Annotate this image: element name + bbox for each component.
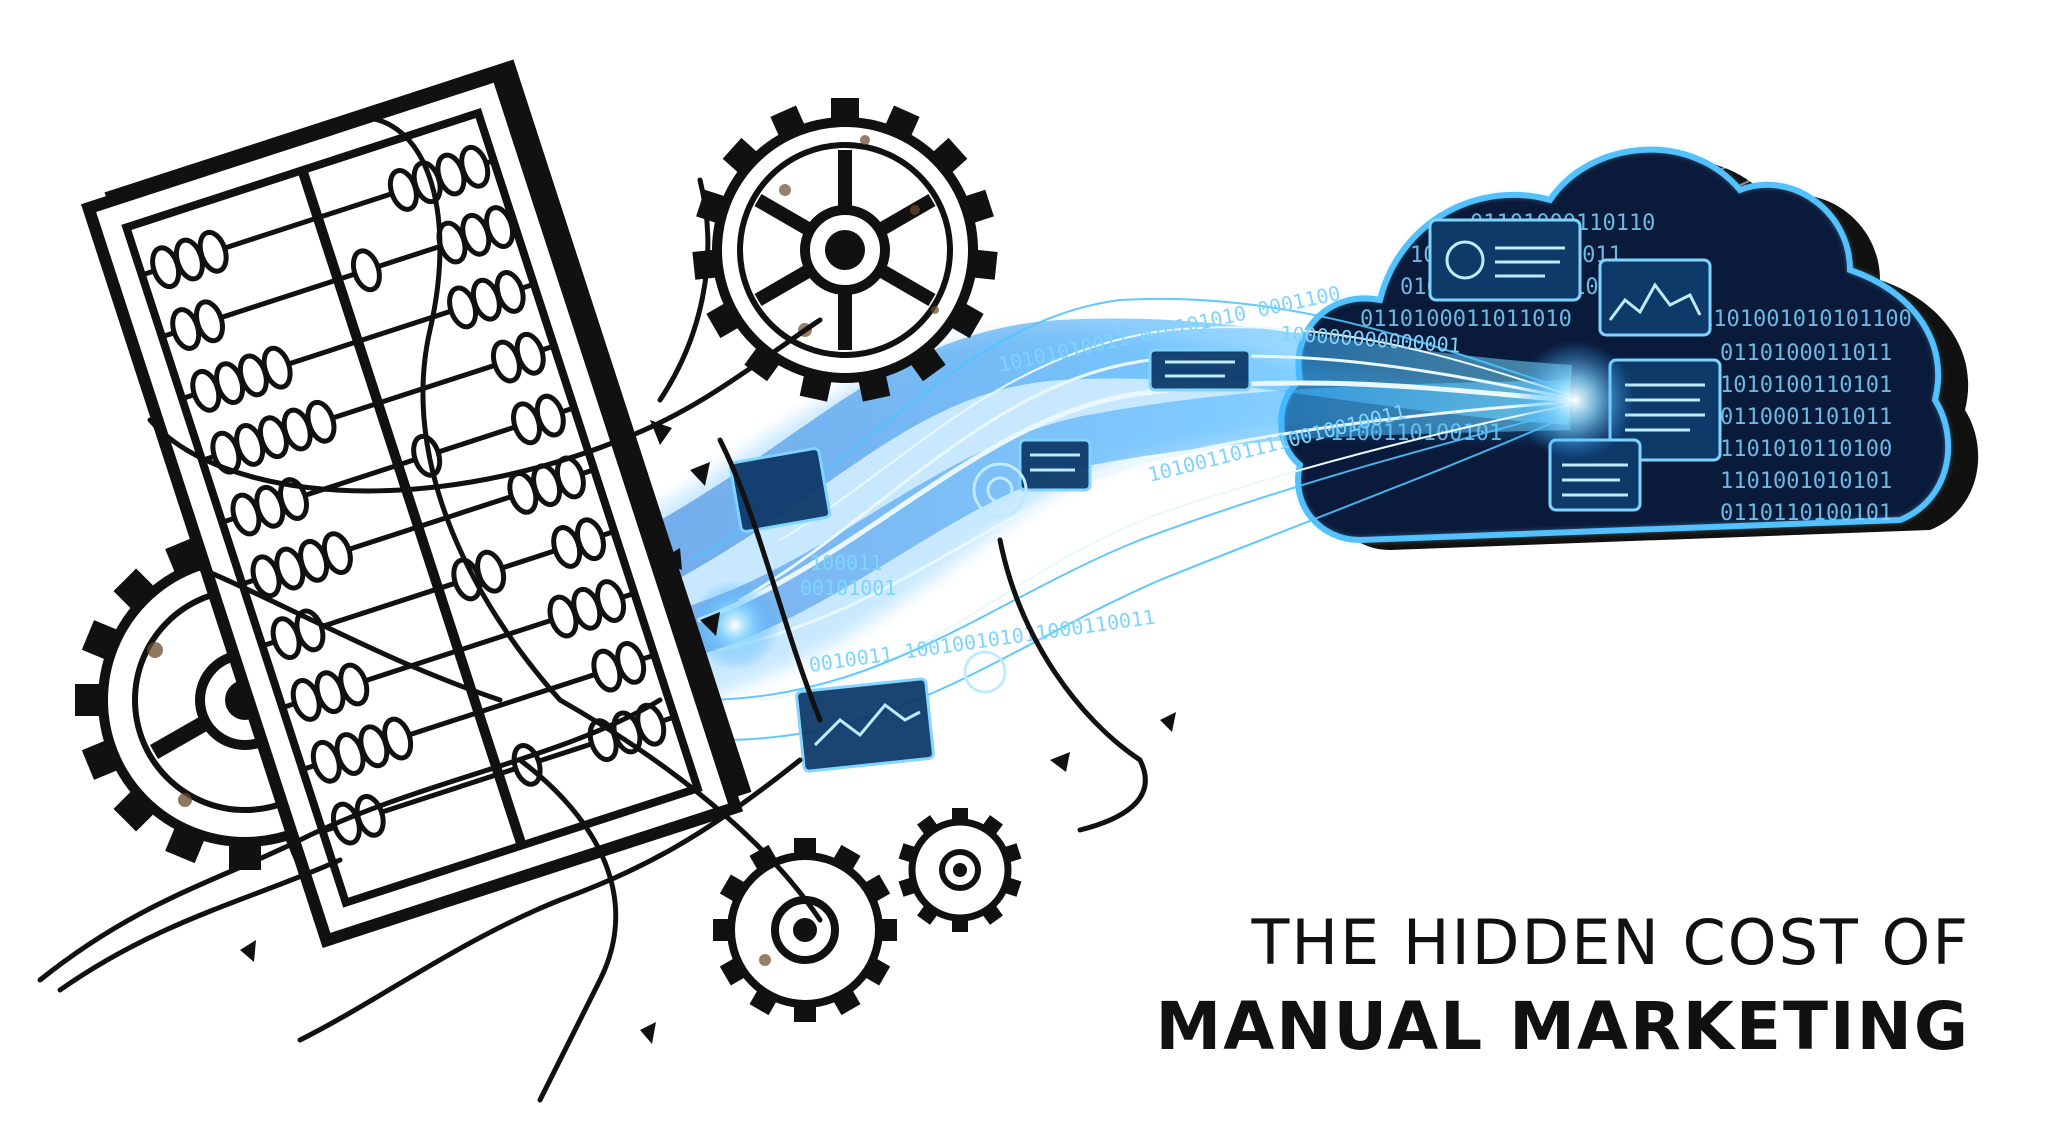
rope-icon (37, 115, 1148, 1103)
cloud-binary-row: 1010100110101 (1720, 373, 1892, 398)
headline-line-2: MANUAL MARKETING (1155, 988, 1970, 1065)
cloud-binary-row: 1101010110100 (1720, 437, 1892, 462)
stream-binary: 00101001 (800, 576, 896, 600)
gear-icon (713, 838, 897, 1022)
stream-binary: 100011 (810, 551, 882, 575)
headline-line-1: THE HIDDEN COST OF (1251, 906, 1970, 979)
debris (240, 420, 1176, 1044)
cloud-binary-row: 0110100011011010 (1360, 307, 1572, 332)
gear-icon (898, 808, 1022, 932)
cloud-binary-row: 0110001101011 (1720, 405, 1892, 430)
data-stream-icon: 10101010011 010101010 0001100 1010011011… (635, 281, 1635, 773)
cloud-binary-row: 0110100011011 (1720, 341, 1892, 366)
cloud-binary-row: 1101001010101100 (1700, 307, 1912, 332)
headline: THE HIDDEN COST OF MANUAL MARKETING (1156, 912, 1970, 1060)
gear-icon (692, 98, 998, 402)
cloud-binary-row: 0110110100101 (1720, 501, 1892, 526)
cloud-binary-row: 1101001010101 (1720, 469, 1892, 494)
